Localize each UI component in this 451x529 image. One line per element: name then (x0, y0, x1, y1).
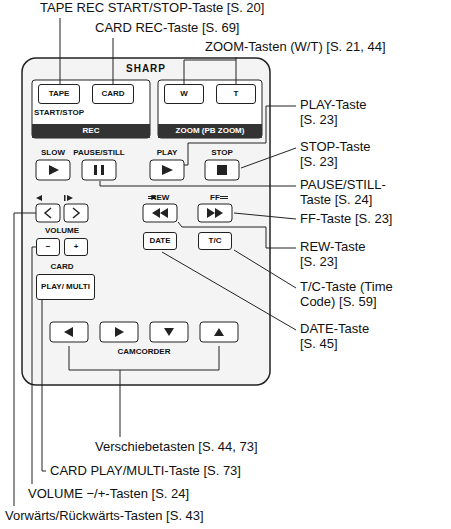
remote-label: PLAY (157, 148, 178, 157)
card-button: CARD (92, 84, 134, 104)
tc-button: T/C (198, 232, 232, 250)
remote-label: STOP (211, 148, 233, 157)
remote-label: SHARP (126, 63, 166, 75)
card-play-button: PLAY/ MULTI (36, 274, 95, 300)
volume-minus-button: − (36, 238, 60, 256)
remote-label: REW (151, 193, 170, 202)
button-text: T (234, 90, 239, 99)
remote-label: REC (83, 126, 100, 135)
button-text: T/C (209, 237, 222, 246)
remote-body (22, 58, 270, 385)
button-text: TAPE (49, 90, 70, 99)
remote-label: PAUSE/STILL (73, 148, 124, 157)
callout-label: T/C-Taste (Time Code) [S. 59] (300, 280, 415, 310)
zoom-t-button: T (216, 84, 256, 104)
leader-lines (14, 18, 296, 506)
callout-label: FF-Taste [S. 23] (300, 212, 440, 227)
callout-label: CARD REC-Taste [S. 69] (95, 21, 240, 36)
button-text: PLAY/ MULTI (41, 283, 90, 292)
date-button: DATE (143, 232, 177, 250)
rec-panel (32, 80, 150, 138)
zoom-panel (158, 80, 262, 138)
remote-label: START/STOP (34, 108, 84, 117)
zoom-w-button: W (164, 84, 204, 104)
remote-label: FF (210, 193, 220, 202)
callout-label: CARD PLAY/MULTI-Taste [S. 73] (50, 464, 241, 479)
callout-label: STOP-Taste [S. 23] (300, 140, 380, 170)
tape-button: TAPE (38, 84, 80, 104)
callout-label: REW-Taste [S. 23] (300, 240, 380, 270)
button-text: − (46, 243, 51, 252)
callout-label: Vorwärts/Rückwärts-Tasten [S. 43] (5, 509, 204, 524)
remote-label: SLOW (41, 148, 65, 157)
callout-label: DATE-Taste [S. 45] (300, 322, 380, 352)
button-text: + (74, 243, 79, 252)
callout-label: PLAY-Taste [S. 23] (300, 98, 380, 128)
button-text: CARD (101, 90, 124, 99)
callout-label: VOLUME −/+-Tasten [S. 24] (28, 487, 189, 502)
volume-plus-button: + (64, 238, 88, 256)
callout-label: Verschiebetasten [S. 44, 73] (95, 440, 258, 455)
remote-label: ZOOM (PB ZOOM) (176, 126, 245, 135)
button-icons (36, 165, 228, 337)
callout-label: TAPE REC START/STOP-Taste [S. 20] (40, 1, 264, 16)
remote-label: CARD (50, 262, 73, 271)
button-text: W (180, 90, 188, 99)
transport-buttons (36, 160, 239, 342)
button-text: DATE (149, 237, 170, 246)
remote-label: VOLUME (45, 226, 79, 235)
remote-label: CAMCORDER (118, 347, 171, 356)
callout-label: PAUSE/STILL-Taste [S. 24] (300, 178, 400, 208)
callout-label: ZOOM-Tasten (W/T) [S. 21, 44] (205, 40, 386, 55)
